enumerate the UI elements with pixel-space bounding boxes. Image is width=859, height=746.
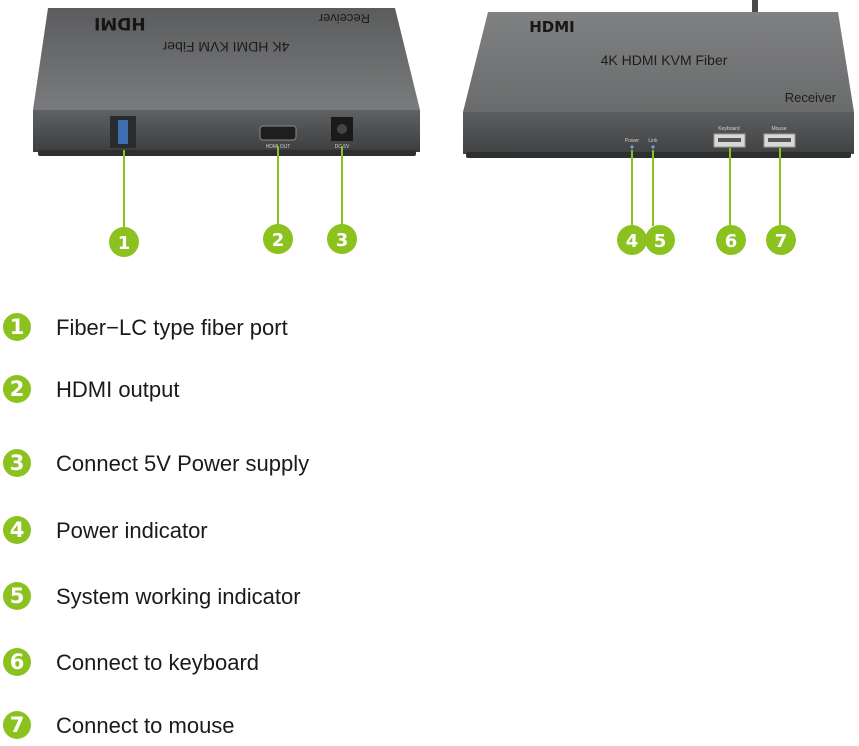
legend-text-6: Connect to keyboard [56, 650, 260, 675]
right-device-model: Receiver [785, 90, 837, 105]
callout-lines [123, 146, 781, 228]
power-led-label: Power [625, 138, 640, 144]
legend-badge-7: 7 [3, 711, 31, 739]
callout-number-5: 5 [654, 231, 667, 252]
legend-text-5: System working indicator [56, 584, 301, 609]
keyboard-usb-port-tongue [718, 138, 741, 142]
callout-badge-2 [263, 224, 293, 254]
dc-power-jack-pin [337, 124, 347, 134]
power-led [630, 145, 634, 149]
left-device-front [33, 110, 420, 152]
fiber-lc-port-clip [118, 120, 128, 144]
legend-badge-4: 4 [3, 516, 31, 544]
legend-text-1: Fiber−LC type fiber port [56, 315, 288, 340]
legend-badge-1: 1 [3, 313, 31, 341]
left-device-title: 4K HDMI KVM Fiber [162, 39, 289, 55]
callout-number-3: 3 [336, 230, 349, 251]
callout-number-2: 2 [272, 230, 285, 251]
right-device-front [463, 112, 854, 154]
mouse-port-label: Mouse [771, 126, 786, 132]
right-device-title: 4K HDMI KVM Fiber [601, 52, 728, 68]
right-device-antenna [752, 0, 758, 14]
legend-badge-2: 2 [3, 375, 31, 403]
callout-badge-6 [716, 225, 746, 255]
legend-badge-3: 3 [3, 449, 31, 477]
legend-item-4: 4 Power indicator [0, 514, 600, 546]
legend-text-2: HDMI output [56, 377, 180, 402]
callout-badge-5 [645, 225, 675, 255]
callout-number-1: 1 [118, 233, 131, 254]
hdmi-out-port [259, 125, 297, 141]
legend-item-6: 6 Connect to keyboard [0, 646, 600, 678]
left-device: 4K HDMI KVM Fiber Receiver HDMI HDMI OUT… [33, 8, 420, 156]
left-device-hdmi-logo: HDMI [94, 13, 146, 33]
link-led [651, 145, 655, 149]
callout-badge-4 [617, 225, 647, 255]
callout-badge-7 [766, 225, 796, 255]
legend-text-7: Connect to mouse [56, 713, 235, 738]
callout-badge-3 [327, 224, 357, 254]
callout-badges: 1 2 3 4 5 6 7 [109, 224, 796, 257]
keyboard-port-label: Keyboard [718, 126, 740, 132]
legend-badge-6: 6 [3, 648, 31, 676]
left-device-top [33, 8, 420, 110]
legend-item-2: 2 HDMI output [0, 373, 600, 405]
callout-number-7: 7 [775, 231, 788, 252]
legend-item-1: 1 Fiber−LC type fiber port [0, 311, 600, 343]
legend-text-3: Connect 5V Power supply [56, 451, 310, 476]
left-device-model: Receiver [318, 11, 370, 26]
legend-text-4: Power indicator [56, 518, 208, 543]
right-device-top [463, 12, 854, 112]
callout-number-6: 6 [725, 231, 738, 252]
legend-item-7: 7 Connect to mouse [0, 709, 600, 741]
legend-item-5: 5 System working indicator [0, 580, 600, 612]
callout-badge-1 [109, 227, 139, 257]
mouse-usb-port-tongue [768, 138, 791, 142]
legend-badge-5: 5 [3, 582, 31, 610]
right-device-hdmi-logo: HDMI [529, 18, 575, 36]
legend-item-3: 3 Connect 5V Power supply [0, 447, 600, 479]
left-device-base [38, 150, 416, 156]
right-device-base [466, 152, 851, 158]
right-device: HDMI 4K HDMI KVM Fiber Receiver Power Li… [463, 0, 854, 158]
link-led-label: Link [648, 138, 658, 144]
callout-number-4: 4 [626, 231, 639, 252]
